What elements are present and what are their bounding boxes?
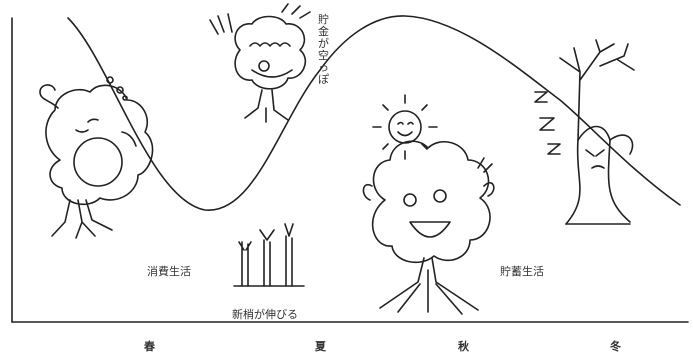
savings-empty-label: 貯金が空っぽ [318,13,329,86]
season-summer: 夏 [315,340,326,353]
new-shoots-icon [233,223,305,287]
new-shoots-label: 新梢が伸びる [232,308,298,321]
winter-sleeping-tree-icon [534,39,635,225]
reserve-curve [67,15,681,211]
season-winter: 冬 [610,340,621,353]
storage-label: 貯蓄生活 [500,265,544,278]
autumn-happy-tree-icon [362,140,495,315]
consumption-label: 消費生活 [147,265,191,278]
season-spring: 春 [144,340,155,353]
season-autumn: 秋 [458,340,469,353]
summer-empty-tree-icon [209,3,311,123]
spring-tree-icon [39,76,154,239]
sun-icon [372,94,438,160]
